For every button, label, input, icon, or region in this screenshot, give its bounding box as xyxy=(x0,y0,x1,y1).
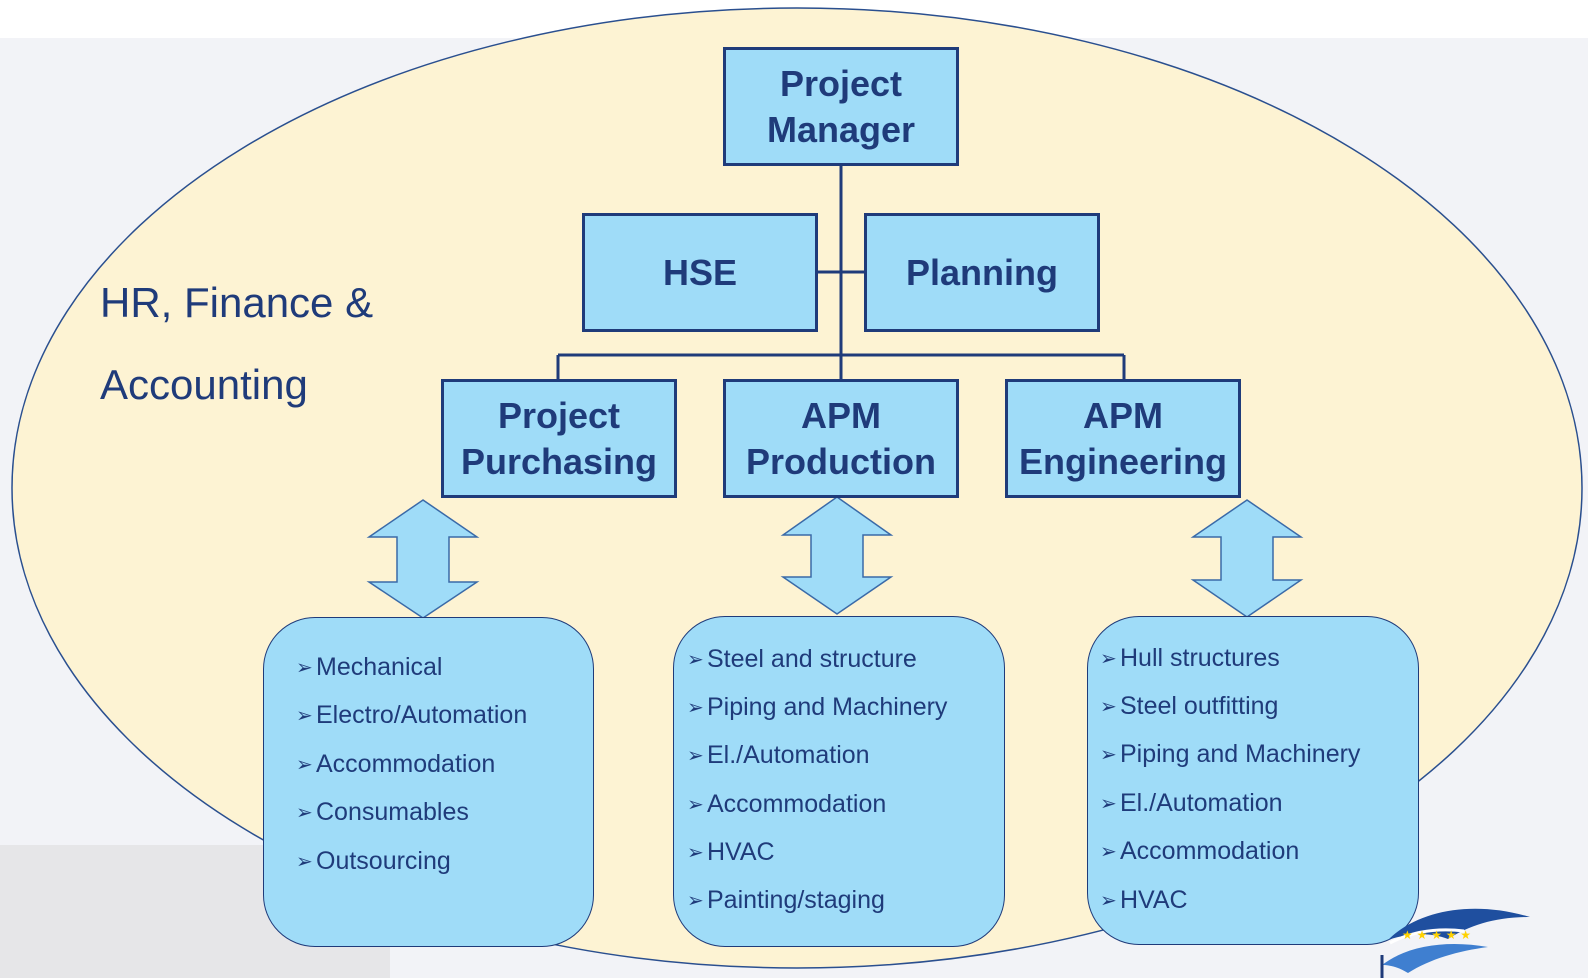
arrow-bullet-icon: ➢ xyxy=(687,696,704,719)
project-purchasing-label: Project Purchasing xyxy=(460,394,658,482)
planning-box: Planning xyxy=(864,213,1100,332)
arrow-bullet-icon: ➢ xyxy=(296,705,313,728)
hse-box: HSE xyxy=(582,213,818,332)
arrow-bullet-icon: ➢ xyxy=(687,793,704,816)
arrow-bullet-icon: ➢ xyxy=(1100,647,1117,670)
list-item: ➢Accommodation xyxy=(1100,837,1300,866)
svg-text:★ ★ ★ ★ ★: ★ ★ ★ ★ ★ xyxy=(1402,928,1471,942)
connector-lines xyxy=(556,165,1126,380)
arrow-bullet-icon: ➢ xyxy=(296,753,313,776)
list-item: ➢El./Automation xyxy=(687,741,870,770)
arrow-bullet-icon: ➢ xyxy=(1100,889,1117,912)
apm-engineering-box: APM Engineering xyxy=(1005,379,1241,498)
apm-production-box: APM Production xyxy=(723,379,959,498)
arrow-bullet-icon: ➢ xyxy=(1100,696,1117,719)
arrow-bullet-icon: ➢ xyxy=(687,648,704,671)
arrow-bullet-icon: ➢ xyxy=(296,802,313,825)
engineering-list: ➢Hull structures ➢Steel outfitting ➢Pipi… xyxy=(1100,634,1418,924)
list-item: ➢Piping and Machinery xyxy=(687,692,948,721)
list-item: ➢Accommodation xyxy=(687,789,887,818)
apm-production-label: APM Production xyxy=(746,394,936,482)
production-list: ➢Steel and structure ➢Piping and Machine… xyxy=(687,635,1004,925)
project-manager-box: Project Manager xyxy=(723,47,959,166)
arrow-bullet-icon: ➢ xyxy=(687,890,704,913)
list-item: ➢Steel and structure xyxy=(687,644,917,673)
double-arrow-production xyxy=(780,496,894,615)
arrow-bullet-icon: ➢ xyxy=(296,850,313,873)
list-item: ➢Consumables xyxy=(296,798,469,827)
list-item: ➢Electro/Automation xyxy=(296,701,528,730)
eu-logo-icon: ★ ★ ★ ★ ★ xyxy=(1380,908,1530,978)
list-item: ➢Hull structures xyxy=(1100,643,1280,672)
hr-finance-accounting-label: HR, Finance & Accounting xyxy=(100,279,374,408)
arrow-bullet-icon: ➢ xyxy=(1100,792,1117,815)
arrow-bullet-icon: ➢ xyxy=(296,656,313,679)
hse-label: HSE xyxy=(662,251,738,293)
project-manager-label: Project Manager xyxy=(766,62,916,150)
list-item: ➢El./Automation xyxy=(1100,788,1283,817)
list-item: ➢HVAC xyxy=(687,837,775,866)
list-item: ➢Mechanical xyxy=(296,652,443,681)
arrow-bullet-icon: ➢ xyxy=(687,745,704,768)
list-item: ➢HVAC xyxy=(1100,885,1188,914)
list-item: ➢Piping and Machinery xyxy=(1100,740,1361,769)
list-item: ➢Steel outfitting xyxy=(1100,692,1279,721)
arrow-bullet-icon: ➢ xyxy=(1100,841,1117,864)
arrow-bullet-icon: ➢ xyxy=(1100,744,1117,767)
apm-engineering-label: APM Engineering xyxy=(1018,394,1228,482)
arrow-bullet-icon: ➢ xyxy=(687,841,704,864)
list-item: ➢Accommodation xyxy=(296,749,496,778)
list-item: ➢Painting/staging xyxy=(687,886,885,915)
production-list-box: ➢Steel and structure ➢Piping and Machine… xyxy=(673,616,1005,947)
purchasing-list-box: ➢Mechanical ➢Electro/Automation ➢Accommo… xyxy=(263,617,594,947)
planning-label: Planning xyxy=(906,251,1058,293)
list-item: ➢Outsourcing xyxy=(296,846,451,875)
engineering-list-box: ➢Hull structures ➢Steel outfitting ➢Pipi… xyxy=(1087,616,1419,945)
purchasing-list: ➢Mechanical ➢Electro/Automation ➢Accommo… xyxy=(296,643,593,886)
project-purchasing-box: Project Purchasing xyxy=(441,379,677,498)
